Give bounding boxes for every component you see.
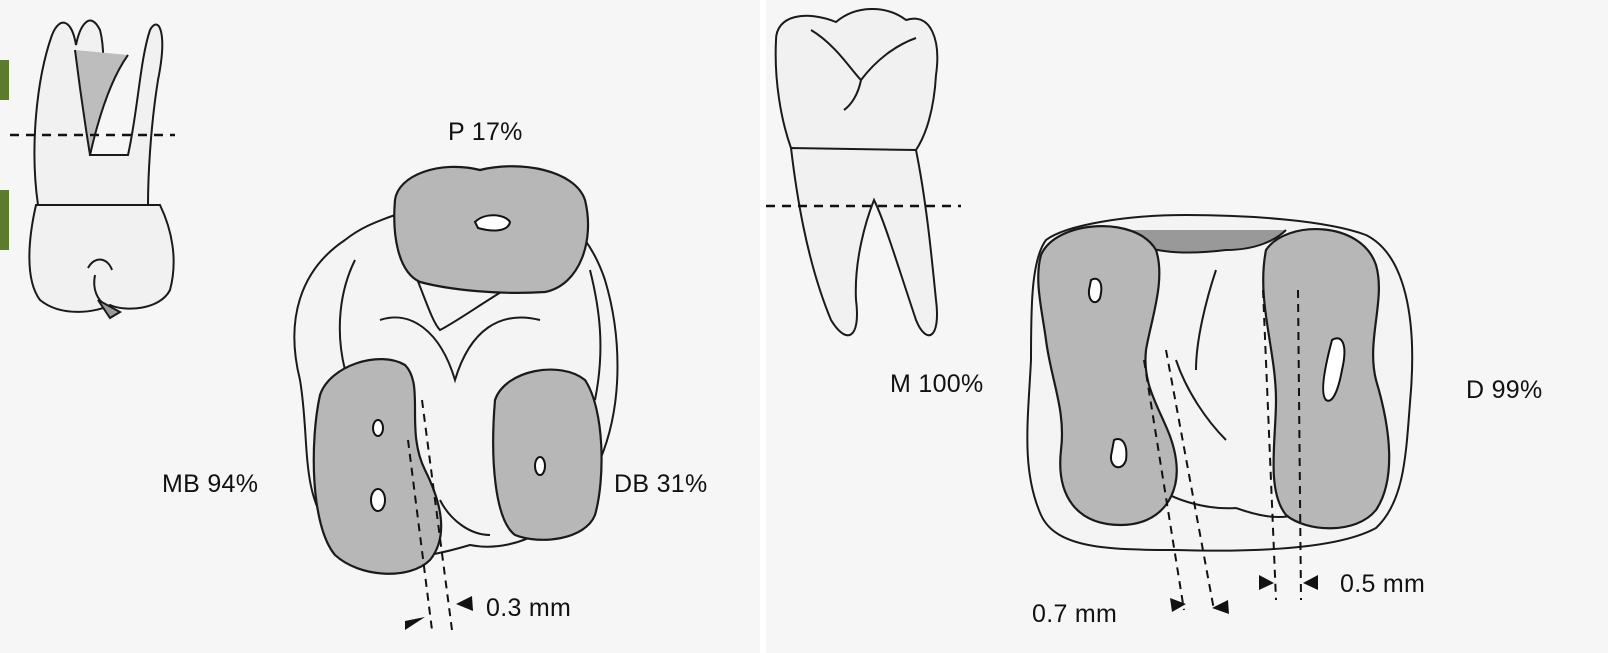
- side-view-tooth: [29, 21, 173, 318]
- label-measurement: 0.3 mm: [486, 594, 571, 623]
- label-palatal: P 17%: [448, 118, 523, 147]
- label-mesial: M 100%: [890, 370, 984, 399]
- measurement-arrow-right-2: [1303, 575, 1318, 590]
- measurement-arrow-right-1: [1259, 575, 1274, 590]
- side-view-molar: [776, 9, 938, 335]
- maxillary-molar-illustration: [0, 0, 760, 653]
- right-diagram-panel: M 100% D 99% 0.7 mm 0.5 mm: [766, 0, 1608, 653]
- measurement-arrow-right: [456, 596, 473, 611]
- distobuccal-canal: [493, 370, 601, 540]
- label-measurement-right: 0.5 mm: [1340, 570, 1425, 599]
- label-distal: D 99%: [1466, 376, 1543, 405]
- label-mesiobuccal: MB 94%: [162, 470, 258, 499]
- left-diagram-panel: P 17% MB 94% DB 31% 0.3 mm: [0, 0, 760, 653]
- label-measurement-left: 0.7 mm: [1032, 600, 1117, 629]
- mandibular-molar-illustration: [766, 0, 1608, 653]
- measurement-arrow-mid: [1212, 600, 1229, 614]
- label-distobuccal: DB 31%: [614, 470, 708, 499]
- measurement-arrow-left: [405, 617, 425, 630]
